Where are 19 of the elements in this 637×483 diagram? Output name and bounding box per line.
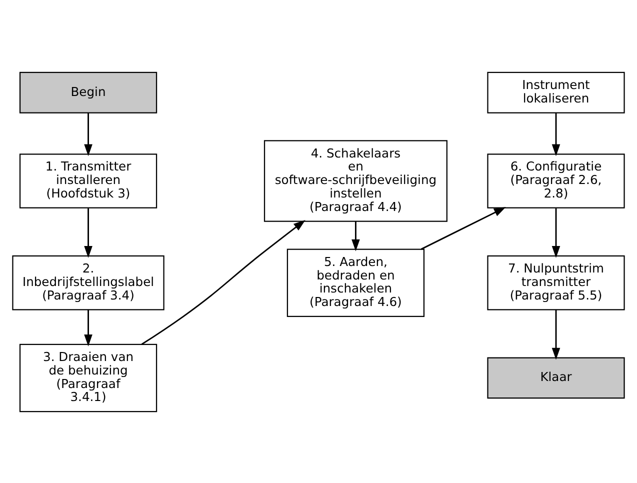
node-box: Instrument lokaliseren [487, 71, 625, 113]
node-box: 6. Configuratie (Paragraaf 2.6, 2.8) [487, 153, 625, 208]
node-box: 3. Draaien van de behuizing (Paragraaf 3.4.1) [19, 343, 158, 412]
arrow [552, 309, 560, 360]
arrow [84, 208, 92, 258]
arrow [352, 221, 360, 251]
node-box: Begin [19, 71, 158, 113]
arrow [420, 206, 506, 250]
arrow [552, 112, 560, 156]
node-box: 2. Inbedrijfstellingslabel (Paragraaf 3.4) [12, 254, 164, 310]
node-box: 7. Nulpuntstrim transmitter (Paragraaf 5.5) [487, 254, 625, 310]
arrow [84, 112, 92, 156]
arrow [552, 208, 560, 258]
node-box: 4. Schakelaars en software-schrijfbeveiliging instellen (Paragraaf 4.4) [264, 140, 448, 222]
node-box: 1. Transmitter installeren (Hoofdstuk 3) [19, 153, 158, 208]
node-box: 5. Aarden, bedraden en inschakelen (Paragraaf 4.6) [286, 248, 425, 316]
node-box: Klaar [487, 356, 625, 398]
arrow [141, 219, 306, 344]
arrow [84, 309, 92, 346]
